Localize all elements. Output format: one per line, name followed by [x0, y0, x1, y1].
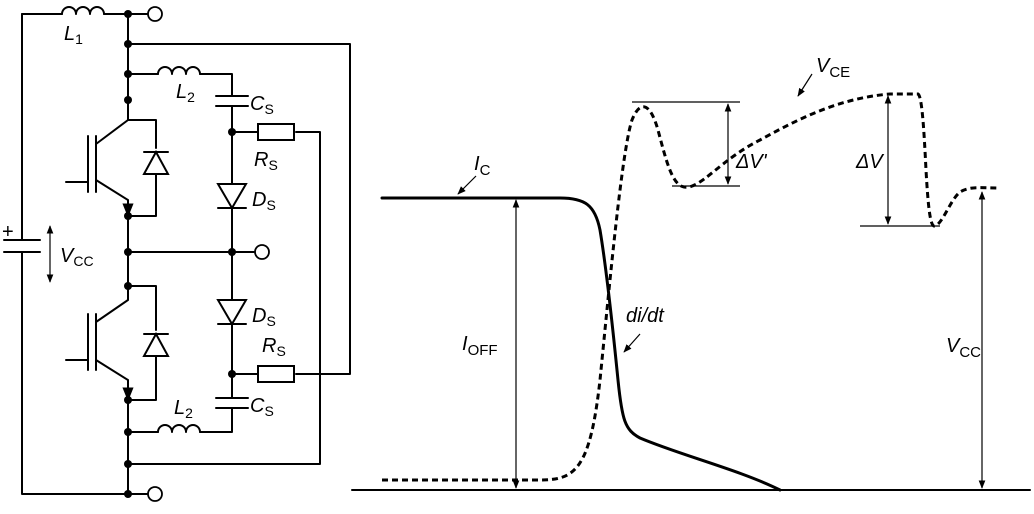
terminal-bottom [147, 486, 163, 502]
inductor-l1 [21, 6, 129, 15]
resistor-rs-bottom [257, 365, 295, 383]
label-dv: ΔV [855, 151, 884, 173]
label-plus: + [2, 221, 14, 243]
ic-pointer [457, 175, 477, 195]
outer-loop-wire-2 [127, 131, 321, 465]
diode-ds-bottom [216, 299, 248, 326]
inductor-l2-top [127, 66, 233, 97]
terminal-top [147, 6, 163, 22]
vce-pointer [797, 73, 813, 97]
label-ioff: IOFF [462, 333, 498, 359]
didt-pointer [623, 333, 641, 353]
label-vce: VCE [816, 55, 850, 81]
label-dv-prime: ΔV' [735, 151, 768, 173]
wire-left-lower [21, 251, 129, 495]
capacitor-cs-bottom [215, 397, 249, 409]
label-cs-bottom: CS [250, 395, 274, 419]
capacitor-cs-top [215, 95, 249, 107]
inductor-l2-bottom [127, 407, 233, 433]
junction-dots [124, 10, 236, 498]
vce-curve [382, 92, 1001, 482]
outer-loop-wire [127, 43, 351, 375]
label-rs-top: RS [254, 149, 278, 173]
waveform-diagram: IC VCE IOFF di/dt ΔV' ΔV VCC [351, 55, 1031, 492]
label-didt: di/dt [626, 305, 665, 327]
igbt-lower [65, 285, 170, 402]
diode-ds-top [216, 183, 248, 210]
label-ic: IC [474, 153, 491, 179]
label-vcc-circuit: VCC [60, 245, 94, 269]
igbt-upper [65, 99, 170, 218]
label-l2-top: L2 [176, 81, 195, 105]
circuit-schematic: L1 L2 L2 CS CS RS RS DS DS VCC + [2, 6, 351, 502]
label-vcc-wave: VCC [946, 335, 981, 361]
ic-curve [380, 196, 782, 492]
label-l2-bottom: L2 [174, 397, 193, 421]
dv-prime-lines [632, 101, 740, 187]
label-l1: L1 [64, 23, 83, 47]
resistor-rs-top [257, 123, 295, 141]
label-cs-top: CS [250, 93, 274, 117]
label-ds-bottom: DS [252, 305, 276, 329]
label-rs-bottom: RS [262, 335, 286, 359]
label-ds-top: DS [252, 189, 276, 213]
terminal-mid [254, 244, 270, 260]
